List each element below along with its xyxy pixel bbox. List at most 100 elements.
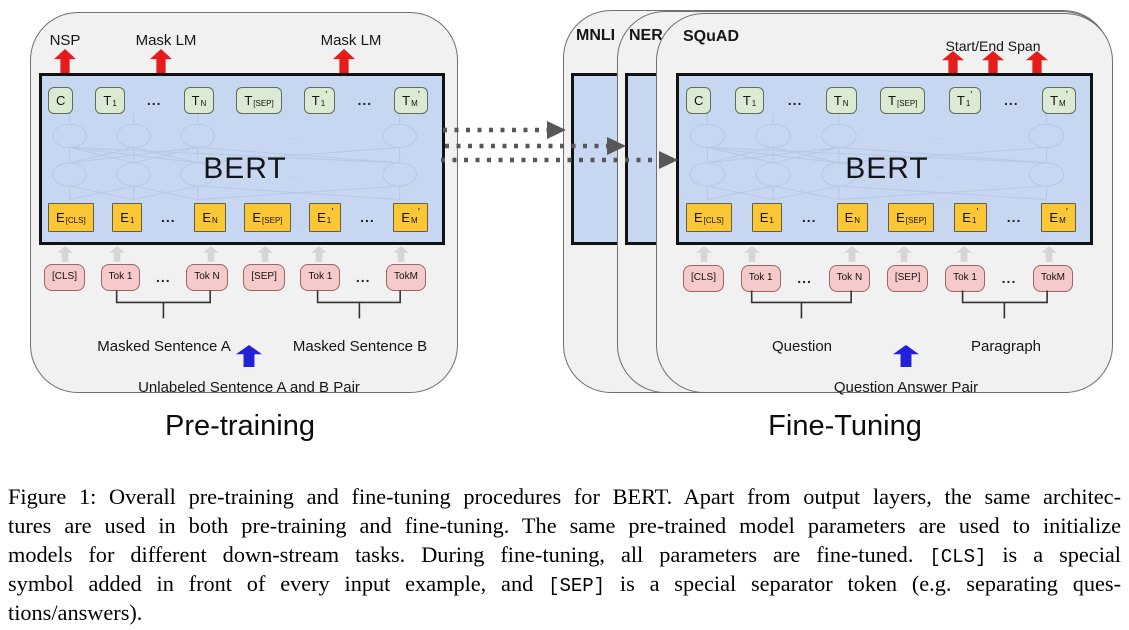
caption-line: tures are used in both pre-training and … <box>8 513 1121 538</box>
token-box: C <box>686 86 712 114</box>
token-box: Tok 1 <box>945 264 985 292</box>
mnli-label: MNLI <box>576 27 616 44</box>
gray-up-arrow-icon <box>896 246 912 262</box>
ellipsis: ... <box>797 270 812 286</box>
token-box: TokM <box>1033 264 1073 292</box>
ellipsis: ... <box>1006 209 1022 225</box>
token-box: [CLS] <box>44 263 86 291</box>
token-box: Tok N <box>828 264 871 292</box>
ellipsis: ... <box>146 92 162 108</box>
masked-sentence-a-label: Masked Sentence A <box>97 338 231 355</box>
ellipsis: ... <box>357 92 373 108</box>
bert-title: BERT <box>845 152 929 185</box>
bert-title: BERT <box>203 152 287 185</box>
token-box: E[SEP] <box>888 202 935 232</box>
paragraph-label: Paragraph <box>970 338 1042 355</box>
pretraining-caption: Pre-training <box>165 410 315 442</box>
ellipsis: ... <box>1003 92 1019 108</box>
finetuning-caption: Fine-Tuning <box>768 410 922 442</box>
figure-caption: Figure 1: Overall pre-training and fine-… <box>8 484 1121 629</box>
gray-up-arrow-icon <box>57 246 73 262</box>
mask-lm-label-2: Mask LM <box>320 32 382 49</box>
masked-sentence-b-label: Masked Sentence B <box>292 338 428 355</box>
blue-up-arrow-icon <box>893 345 919 367</box>
gray-up-arrow-icon <box>696 246 712 262</box>
token-box: C <box>48 86 74 114</box>
token-box: Tok 1 <box>740 264 781 292</box>
ellipsis: ... <box>787 92 803 108</box>
red-up-arrow-icon <box>942 51 964 73</box>
input-token-row: [CLS] Tok 1... Tok N [SEP] Tok 1... TokM <box>683 264 1073 292</box>
red-up-arrow-icon <box>1026 51 1048 73</box>
svg-text:...: ... <box>290 168 300 181</box>
gray-up-arrow-icon <box>109 246 125 262</box>
ellipsis: ... <box>155 269 171 285</box>
ellipsis: ... <box>801 209 817 225</box>
svg-text:...: ... <box>934 168 944 182</box>
token-box: Tok 1 <box>300 263 341 291</box>
ellipsis: ... <box>1001 270 1017 286</box>
caption-line: tions/answers). <box>8 600 143 625</box>
token-box: [SEP] <box>886 264 929 292</box>
ellipsis: ... <box>161 209 176 225</box>
red-up-arrow-icon <box>150 49 172 73</box>
token-box: E[SEP] <box>244 202 291 232</box>
token-box: E[CLS] <box>686 202 732 232</box>
ner-label: NER <box>629 27 663 44</box>
transformer-network-graphic: ... ... <box>52 112 417 201</box>
token-box: Tok N <box>186 263 228 291</box>
token-box: T[SEP] <box>236 86 282 114</box>
red-up-arrow-icon <box>982 51 1004 73</box>
red-up-arrow-icon <box>54 49 76 73</box>
pretraining-panel: NSP Mask LM Mask LM <box>30 12 458 396</box>
mask-lm-label-1: Mask LM <box>135 32 197 49</box>
unlabeled-pair-label: Unlabeled Sentence A and B Pair <box>138 379 360 396</box>
ellipsis: ... <box>355 269 371 285</box>
token-box: [SEP] <box>243 263 285 291</box>
blue-up-arrow-icon <box>236 345 262 367</box>
token-box: [CLS] <box>683 264 725 292</box>
token-box: T[SEP] <box>880 86 926 114</box>
input-token-row: [CLS]Tok 1...Tok N[SEP]Tok 1...TokM <box>44 263 426 291</box>
gray-up-arrow-icon <box>844 246 860 262</box>
caption-line: models for different down-stream tasks. … <box>8 542 1121 568</box>
token-box: E[CLS] <box>48 202 94 232</box>
start-end-span-label: Start/End Span <box>945 38 1041 54</box>
nsp-label: NSP <box>49 32 81 49</box>
gray-up-arrow-icon <box>203 246 219 262</box>
squad-label: SQuAD <box>683 28 739 45</box>
question-label: Question <box>771 338 833 355</box>
svg-text:...: ... <box>934 129 944 143</box>
caption-line: Figure 1: Overall pre-training and fine-… <box>8 484 1121 509</box>
token-box: TokM <box>386 263 426 291</box>
gray-up-arrow-icon <box>393 246 409 262</box>
transformer-network-graphic: ... ... <box>689 112 1065 201</box>
caption-line: symbol added in front of every input exa… <box>8 571 1121 597</box>
squad-card: SQuAD Start/End Span <box>656 13 1113 396</box>
ellipsis: ... <box>360 209 375 225</box>
gray-up-arrow-icon <box>744 246 760 262</box>
red-up-arrow-icon <box>333 49 355 73</box>
